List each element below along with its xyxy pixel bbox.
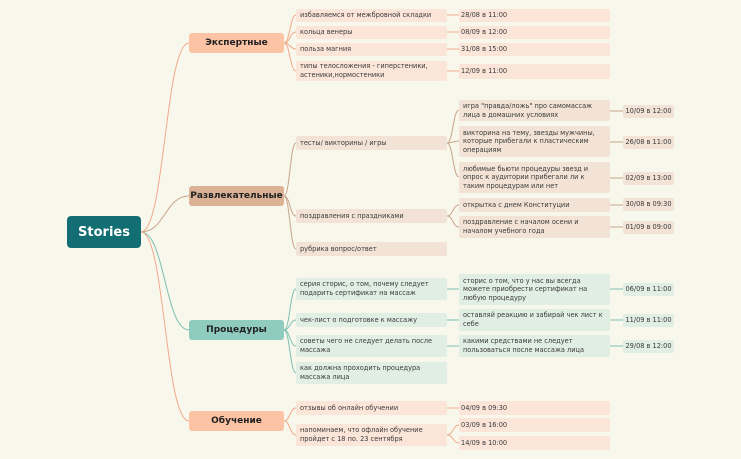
connector-edu-date: [446, 424, 460, 436]
connector-fun-games-child: [446, 140, 460, 144]
connector-root-expert: [140, 42, 190, 233]
proc-topic-checklist[interactable]: чек-лист о подготовке к массажу: [296, 313, 447, 327]
expert-topic-3[interactable]: польза магния: [296, 43, 447, 56]
connector-expert-topic: [283, 14, 297, 44]
fun-topic-holidays[interactable]: поздравления с праздниками: [296, 209, 447, 223]
fun-games-item-3[interactable]: любимые бьюти процедуры звезд и опрос к …: [459, 162, 610, 193]
fun-games-item-1[interactable]: игра "правда/ложь" про самомассаж лица в…: [459, 100, 610, 121]
fun-games-item-2[interactable]: викторина на тему, звезды мужчины, котор…: [459, 126, 610, 157]
expert-date-1: 28/08 в 11:00: [459, 9, 610, 22]
connector-fun-holiday-child: [446, 204, 460, 217]
proc-topic-how[interactable]: как должна проходить процедура массажа л…: [296, 362, 447, 384]
fun-games-date-2: 26/08 в 11:00: [623, 136, 674, 149]
proc-checklist-date: 11/09 в 11:00: [623, 314, 674, 327]
proc-certificate-date: 06/09 в 11:00: [623, 283, 674, 296]
expert-topic-1[interactable]: избавляемся от межбровной складки: [296, 9, 447, 22]
edu-topic-reviews[interactable]: отзывы об онлайн обучении: [296, 401, 447, 415]
connector-edu-date: [446, 434, 460, 444]
fun-holidays-date-1: 30/08 в 09:30: [623, 198, 674, 211]
connector-root-procedures: [140, 231, 190, 331]
connector-expert-topic: [283, 42, 297, 72]
proc-checklist-item[interactable]: оставляй реакцию и забирай чек лист к се…: [459, 309, 610, 331]
fun-topic-games[interactable]: тесты/ викторины / игры: [296, 136, 447, 150]
fun-holidays-date-2: 01/09 в 09:00: [623, 221, 674, 234]
connector-proc-topic: [283, 288, 297, 331]
proc-tips-date: 29/08 в 12:00: [623, 340, 674, 353]
branch-fun[interactable]: Развлекательные: [189, 186, 284, 206]
connector-edu-topic: [283, 407, 297, 422]
edu-reviews-date: 04/09 в 09:30: [459, 401, 610, 415]
connector-fun-topic: [283, 195, 297, 250]
fun-holidays-item-1[interactable]: открытка с днем Конституции: [459, 198, 610, 212]
expert-topic-4[interactable]: типы телосложения - гиперстеники, астени…: [296, 61, 447, 81]
expert-topic-2[interactable]: кольца венеры: [296, 26, 447, 39]
edu-topic-offline[interactable]: напоминаем, что офлайн обучение пройдет …: [296, 424, 447, 446]
connector-fun-games-child: [446, 142, 460, 178]
connector-proc-topic: [283, 329, 297, 374]
connector-fun-topic: [283, 142, 297, 197]
edu-offline-date-1: 03/09 в 16:00: [459, 418, 610, 432]
connector-root-education: [140, 231, 190, 422]
expert-date-4: 12/09 в 11:00: [459, 64, 610, 79]
proc-topic-tips[interactable]: советы чего не следует делать после масс…: [296, 335, 447, 357]
proc-tips-item[interactable]: какими средствами не следует пользоватьс…: [459, 335, 610, 357]
fun-topic-qa[interactable]: рубрика вопрос/ответ: [296, 242, 447, 256]
expert-date-2: 08/09 в 12:00: [459, 26, 610, 39]
root-node-stories[interactable]: Stories: [67, 216, 141, 248]
proc-topic-certificate[interactable]: серия сторис, о том, почему следует пода…: [296, 278, 447, 300]
connector-fun-holiday-child: [446, 215, 460, 228]
connector-root-fun: [140, 195, 190, 233]
connector-fun-games-child: [446, 109, 460, 144]
fun-games-date-3: 02/09 в 13:00: [623, 172, 674, 185]
branch-procedures[interactable]: Процедуры: [189, 320, 284, 340]
fun-holidays-item-2[interactable]: поздравление с началом осени и началом у…: [459, 216, 610, 238]
expert-date-3: 31/08 в 15:00: [459, 43, 610, 56]
edu-offline-date-2: 14/09 в 10:00: [459, 436, 610, 450]
connector-edu-topic: [283, 420, 297, 436]
proc-certificate-item[interactable]: сторис о том, что у нас вы всегда можете…: [459, 274, 610, 305]
branch-expert[interactable]: Экспертные: [189, 33, 284, 53]
connector-proc-topic: [283, 319, 297, 331]
branch-education[interactable]: Обучение: [189, 411, 284, 431]
fun-games-date-1: 10/09 в 12:00: [623, 105, 674, 118]
